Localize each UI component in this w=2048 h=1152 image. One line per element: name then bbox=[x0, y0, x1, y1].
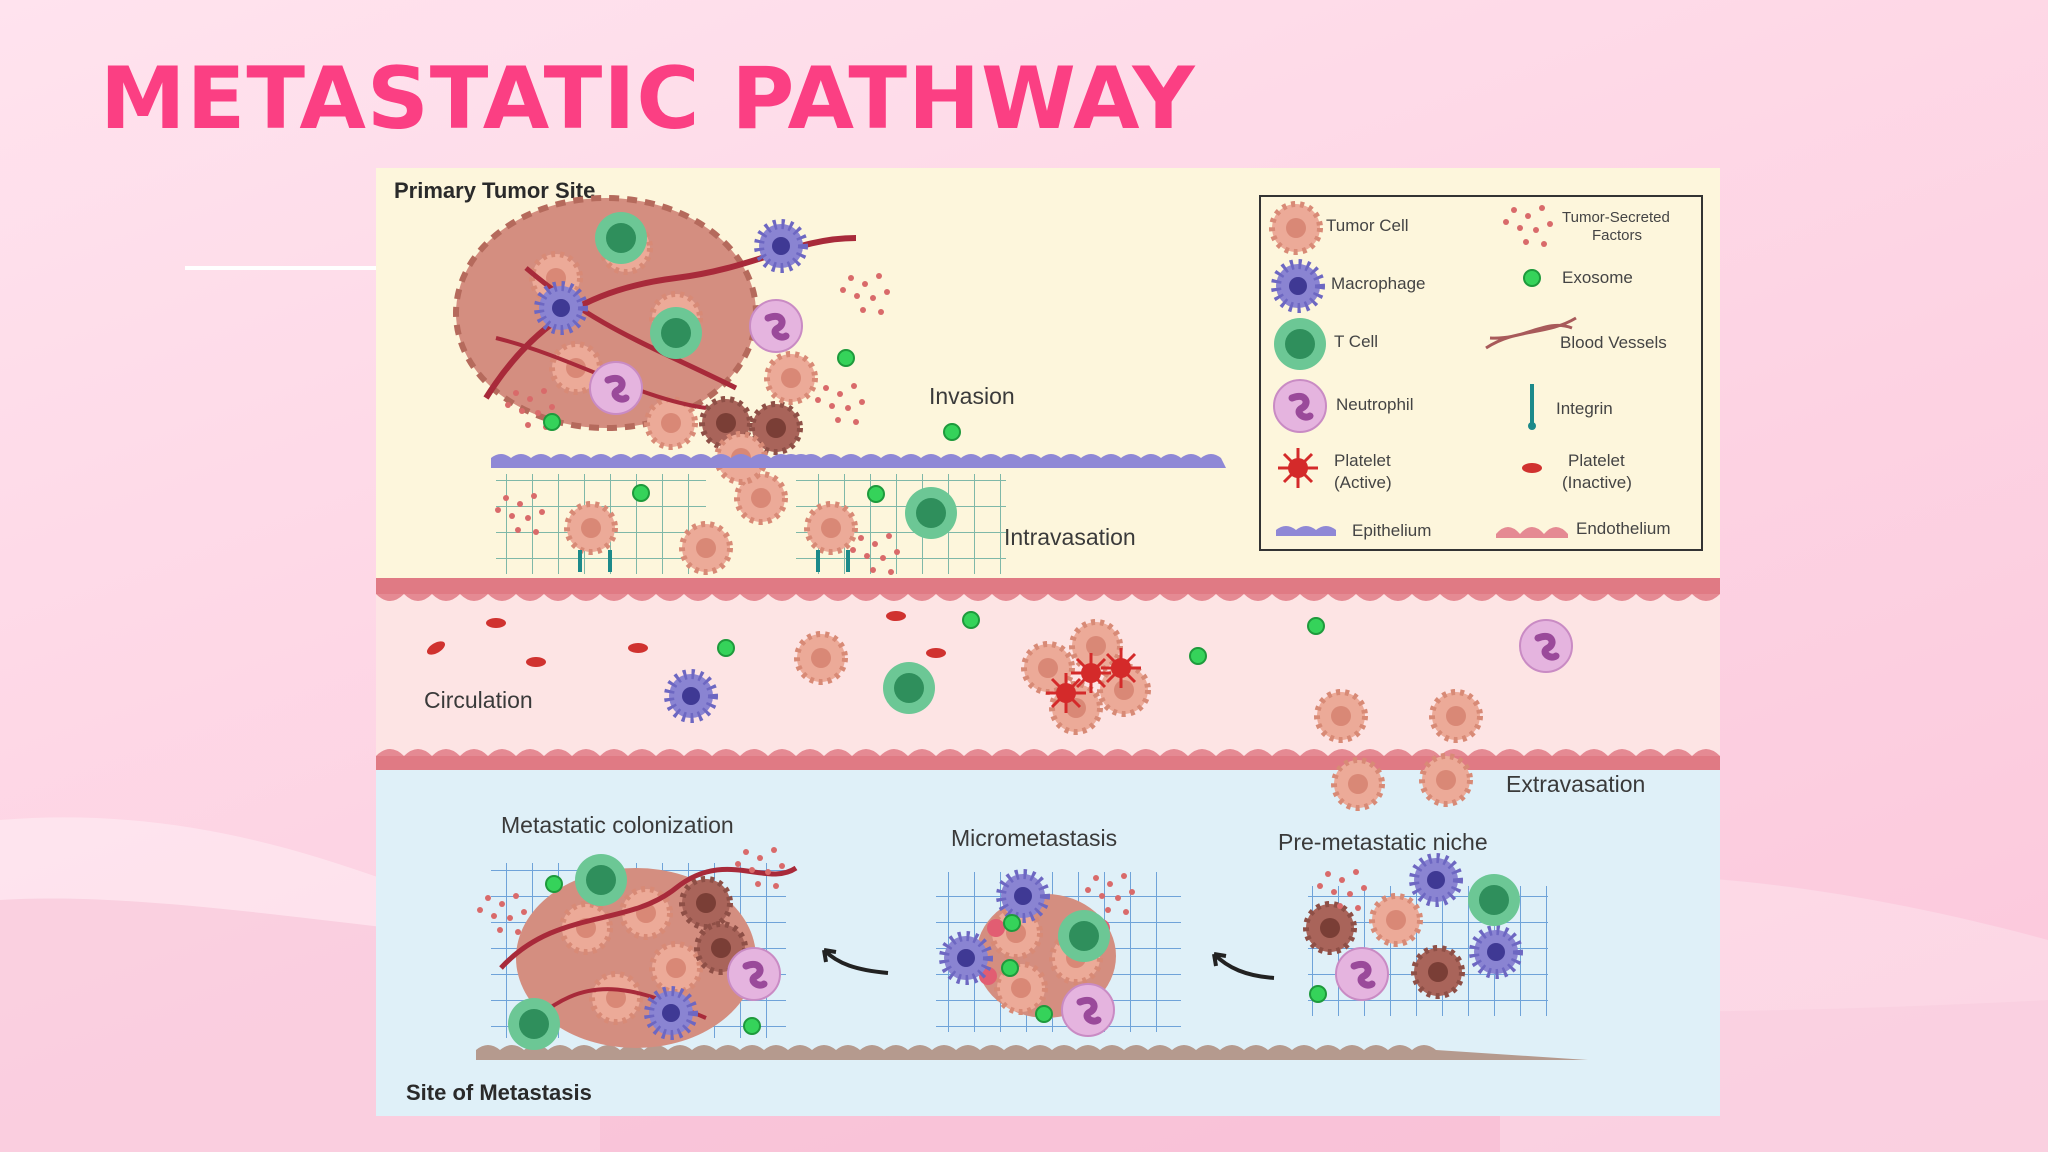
circulation-label: Circulation bbox=[424, 687, 533, 713]
site-of-metastasis-label: Site of Metastasis bbox=[406, 1080, 592, 1105]
legend-t-cell: T Cell bbox=[1334, 332, 1378, 351]
micrometastasis-label: Micrometastasis bbox=[951, 825, 1117, 851]
pre-metastatic-niche-cluster bbox=[1306, 858, 1548, 1016]
legend-factors-sub: Factors bbox=[1592, 227, 1642, 244]
legend: Tumor Cell Macrophage T Cell Neutrophil … bbox=[1259, 195, 1703, 551]
pre-metastatic-niche-label: Pre-metastatic niche bbox=[1278, 829, 1488, 855]
metastatic-colonization-mass bbox=[477, 847, 798, 1050]
metastasis-basement-membrane bbox=[476, 1045, 1588, 1060]
primary-tumor-site-label: Primary Tumor Site bbox=[394, 178, 595, 203]
legend-exosome: Exosome bbox=[1562, 268, 1633, 287]
slide-title: METASTATIC PATHWAY bbox=[100, 49, 1196, 149]
legend-epithelium: Epithelium bbox=[1352, 521, 1431, 540]
primary-tumor-mass bbox=[453, 195, 857, 522]
legend-integrin: Integrin bbox=[1556, 399, 1613, 418]
legend-platelet-inactive-sub: (Inactive) bbox=[1562, 473, 1632, 492]
metastatic-colonization-label: Metastatic colonization bbox=[501, 812, 734, 838]
legend-neutrophil: Neutrophil bbox=[1336, 395, 1414, 414]
legend-tumor-cell: Tumor Cell bbox=[1326, 216, 1409, 235]
legend-factors: Tumor-Secreted bbox=[1562, 209, 1670, 226]
legend-platelet-active-sub: (Active) bbox=[1334, 473, 1392, 492]
legend-blood-vessels: Blood Vessels bbox=[1560, 333, 1667, 352]
title-divider bbox=[185, 266, 380, 270]
endothelium-bottom bbox=[376, 749, 1720, 770]
metastasis-diagram: Primary Tumor Site Site of Metastasis In… bbox=[376, 168, 1720, 1116]
arrow-icon-2 bbox=[1212, 952, 1275, 980]
invasion-label: Invasion bbox=[929, 383, 1015, 409]
extravasation-label: Extravasation bbox=[1506, 771, 1645, 797]
epithelium-layer bbox=[491, 454, 1226, 468]
legend-platelet-inactive: Platelet bbox=[1568, 451, 1625, 470]
intravasation-label: Intravasation bbox=[1004, 524, 1136, 550]
legend-endothelium: Endothelium bbox=[1576, 519, 1671, 538]
legend-macrophage: Macrophage bbox=[1331, 274, 1426, 293]
endothelium-top bbox=[376, 578, 1720, 601]
arrow-icon-1 bbox=[822, 948, 889, 975]
legend-platelet-active: Platelet bbox=[1334, 451, 1391, 470]
micrometastasis-cluster bbox=[936, 872, 1181, 1036]
